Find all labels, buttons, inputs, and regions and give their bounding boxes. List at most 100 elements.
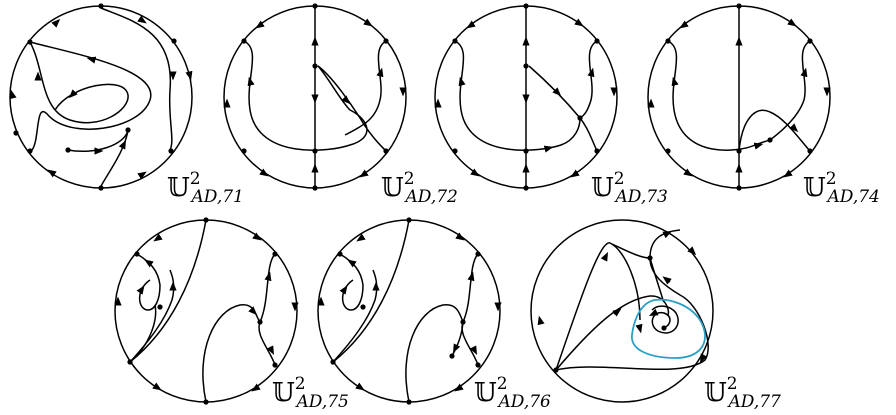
panel-73-boundary-arrow — [570, 169, 580, 178]
panel-71 — [9, 5, 193, 189]
panel-72-boundary-arrow — [259, 168, 269, 177]
panel-76-boundary-arrow — [356, 233, 366, 242]
panel-73-singular-point — [594, 148, 600, 154]
panel-75-trajectory — [129, 304, 157, 363]
panel-76-trajectory — [405, 304, 464, 403]
panel-75-boundary-arrow — [251, 383, 261, 392]
panel-74-singular-point — [767, 137, 773, 143]
panel-75-boundary-arrow — [252, 232, 262, 241]
panel-75-singular-point — [134, 251, 140, 257]
panel-71-boundary-arrow — [47, 169, 57, 178]
panel-76-trajectory — [461, 253, 479, 366]
panel-71-singular-point — [98, 185, 104, 191]
panel-71-singular-point — [168, 148, 174, 154]
panel-71-singular-point — [27, 148, 33, 154]
panel-71-boundary-arrow — [9, 89, 17, 100]
panel-75-flow-arrow — [136, 285, 145, 295]
panel-76-singular-point — [330, 359, 336, 365]
panel-72-boundary-arrow — [363, 18, 373, 27]
panel-72-singular-point — [312, 185, 318, 191]
panel-73-trajectory — [579, 40, 598, 119]
panel-75-flow-arrow — [266, 345, 275, 356]
panel-76-singular-point — [406, 217, 412, 223]
panel-74-singular-point — [736, 3, 742, 9]
panel-74-trajectory — [667, 40, 771, 151]
panel-75-boundary — [114, 219, 298, 403]
panel-74-flow-arrow — [753, 142, 764, 150]
panel-76-singular-point — [460, 319, 466, 325]
panel-72 — [223, 5, 407, 189]
panel-74-flow-arrow — [800, 67, 808, 78]
panel-77-trajectory — [555, 295, 670, 371]
panel-71-singular-point — [27, 39, 33, 45]
panel-75-singular-point — [272, 251, 278, 257]
panel-76-boundary-arrow — [454, 383, 464, 392]
panel-76-boundary-arrow — [355, 382, 365, 391]
panel-75-flow-arrow — [248, 306, 258, 316]
panel-77-flow-arrow — [600, 251, 609, 262]
panel-71-boundary-arrow — [137, 171, 147, 180]
panel-75-singular-point — [203, 399, 209, 405]
panel-75-singular-point — [157, 304, 163, 310]
panel-73-singular-point — [577, 115, 583, 121]
panel-77-points — [553, 255, 667, 373]
panel-72-boundary-arrow — [359, 169, 369, 178]
panel-74-flow-arrow — [789, 123, 799, 133]
panel-75-trajectory — [129, 269, 175, 363]
panel-75-singular-point — [127, 359, 133, 365]
panel-77-boundary-arrow — [537, 315, 545, 326]
panel-71-singular-point — [65, 147, 71, 153]
panel-75-trajectory — [202, 304, 261, 403]
panel-72-singular-point — [241, 38, 247, 44]
panel-77 — [530, 219, 714, 403]
panel-72-singular-point — [383, 148, 389, 154]
panel-77-singular-point — [661, 325, 667, 331]
panel-77-flow-arrow — [662, 276, 672, 285]
panel-71-singular-point — [13, 130, 19, 136]
panel-73-points — [452, 3, 600, 191]
panel-75-singular-point — [272, 362, 278, 368]
panel-72-singular-point — [312, 3, 318, 9]
panel-74-flow-arrow — [671, 76, 679, 87]
panel-71-singular-point — [171, 38, 177, 44]
panel-76-trajectory — [451, 321, 464, 357]
panel-72-singular-point — [312, 63, 318, 69]
panel-76-singular-point — [449, 353, 455, 359]
panel-76-singular-point — [337, 251, 343, 257]
panel-76-boundary-arrow — [455, 232, 465, 241]
panel-71-flow-arrow — [86, 56, 97, 64]
panel-77-flow-arrow — [635, 323, 643, 334]
panel-73-singular-point — [523, 3, 529, 9]
panel-71-boundary — [9, 5, 193, 189]
panel-72-points — [241, 3, 389, 191]
panel-77-trajectory — [649, 257, 664, 301]
panel-71-trajectory — [67, 129, 129, 152]
panel-73-boundary-arrow — [466, 20, 476, 29]
panel-76-singular-point — [360, 304, 366, 310]
panel-72-trajectory — [317, 65, 387, 152]
panel-75-trajectory — [129, 219, 207, 363]
panel-71-flow-arrow — [68, 89, 78, 99]
panel-71-boundary-arrow — [137, 15, 147, 24]
panel-74-trajectory — [769, 40, 811, 141]
panel-74-boundary-arrow — [787, 18, 797, 27]
panel-75-trajectory — [258, 253, 276, 366]
panel-74-boundary-arrow — [683, 168, 693, 177]
panel-76-flow-arrow — [347, 259, 357, 268]
panel-73-singular-point — [452, 38, 458, 44]
panel-75-points — [127, 217, 278, 405]
panel-72-singular-point — [312, 148, 318, 154]
panel-72-singular-point — [241, 148, 247, 154]
panel-74-singular-point — [807, 38, 813, 44]
panel-72-flow-arrow — [341, 95, 351, 105]
panel-76-singular-point — [475, 362, 481, 368]
panel-76-flow-arrow — [339, 285, 348, 295]
panel-71-trajectory — [100, 129, 129, 187]
panel-73-singular-point — [452, 148, 458, 154]
panel-73-flow-arrow — [543, 145, 554, 153]
